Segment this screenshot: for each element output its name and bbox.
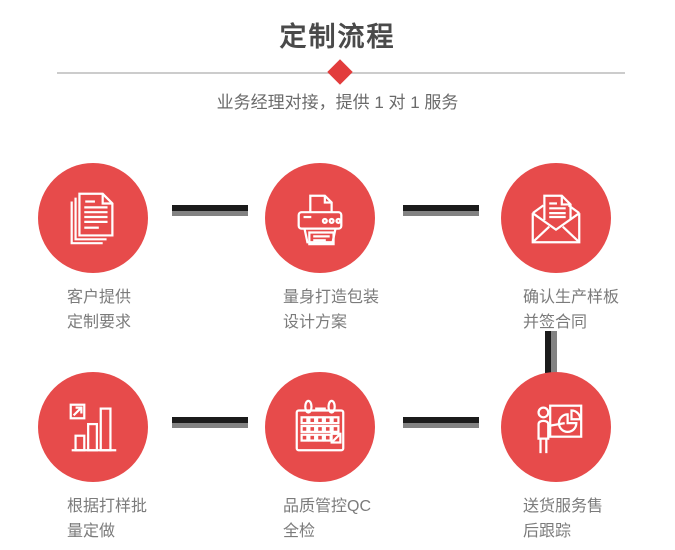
step-circle-packaging-design bbox=[265, 163, 375, 273]
step-label: 确认生产样板 并签合同 bbox=[523, 289, 620, 331]
step-label: 品质管控QC 全检 bbox=[283, 498, 372, 540]
connector-dash bbox=[403, 205, 479, 216]
step-circle-sample-contract bbox=[501, 163, 611, 273]
page-subtitle: 业务经理对接，提供 1 对 1 服务 bbox=[216, 93, 459, 112]
envelope-icon bbox=[531, 194, 581, 244]
connector-dash-vertical bbox=[545, 331, 557, 373]
printer-icon bbox=[297, 194, 343, 246]
bar-chart-icon bbox=[69, 403, 117, 452]
step-circle-batch-production bbox=[38, 372, 148, 482]
page-title: 定制流程 bbox=[279, 22, 396, 52]
diamond-accent-icon bbox=[327, 59, 353, 85]
documents-icon bbox=[70, 192, 114, 245]
step-label: 根据打样批 量定做 bbox=[67, 498, 148, 540]
connector-dash bbox=[172, 205, 248, 216]
step-circle-customer-requirements bbox=[38, 163, 148, 273]
connector-dash bbox=[172, 417, 248, 428]
step-label: 客户提供 定制要求 bbox=[67, 289, 132, 331]
presenter-icon bbox=[537, 404, 583, 454]
step-circle-quality-control bbox=[265, 372, 375, 482]
step-label: 量身打造包装 设计方案 bbox=[283, 289, 380, 331]
step-label: 送货服务售 后跟踪 bbox=[523, 498, 604, 540]
step-circle-delivery-aftersales bbox=[501, 372, 611, 482]
calendar-icon bbox=[295, 399, 345, 452]
connector-dash bbox=[403, 417, 479, 428]
